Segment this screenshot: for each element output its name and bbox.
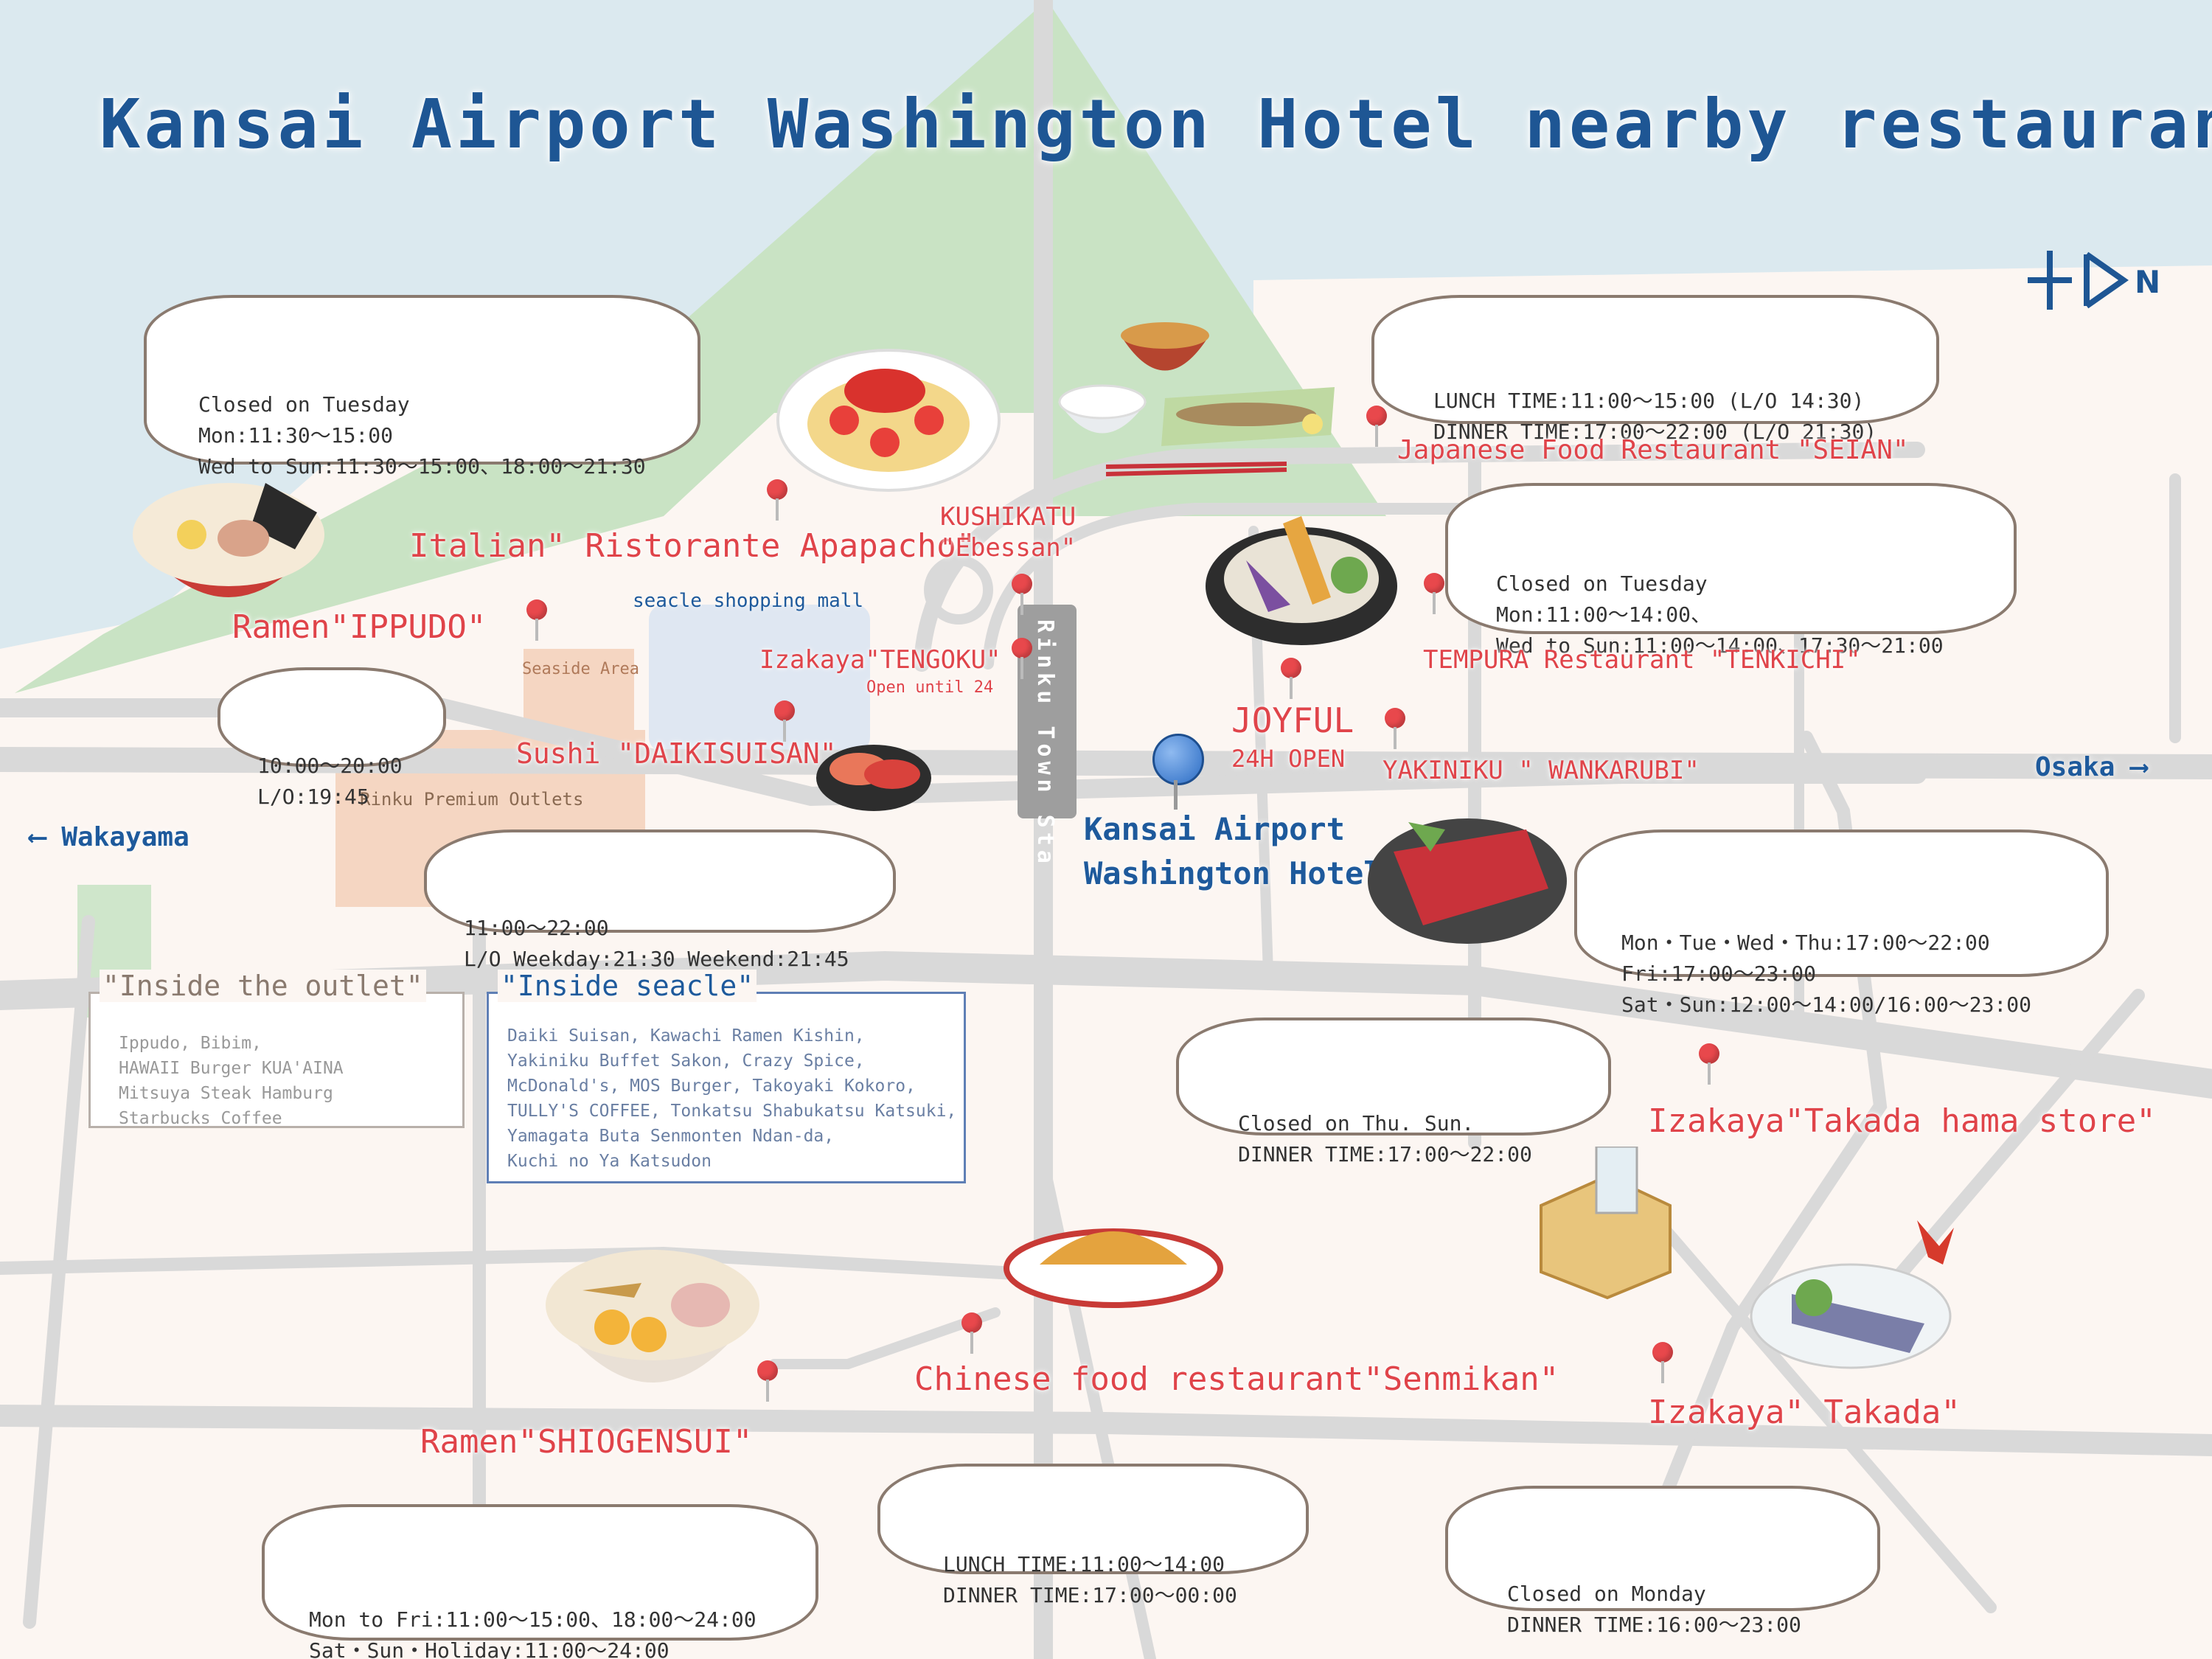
station-block — [1018, 605, 1077, 818]
ramen-ippudo-icon — [133, 483, 324, 597]
daikisuisan-pin-icon[interactable] — [774, 700, 795, 742]
kushikatu-label[interactable]: KUSHIKATU"Ebessan" — [940, 502, 1077, 563]
tenkichi-pin-icon[interactable] — [1424, 573, 1444, 614]
station-label: Rinku Town Sta — [1032, 619, 1058, 868]
seacle-shop-list: Daiki Suisan, Kawachi Ramen Kishin,Yakin… — [487, 992, 966, 1183]
compass-letter: N — [2135, 264, 2160, 300]
shiogensui-label[interactable]: Ramen"SHIOGENSUI" — [420, 1423, 753, 1461]
takada-label[interactable]: Izakaya" Takada" — [1648, 1394, 1961, 1431]
seacle-box-title: "Inside seacle" — [498, 970, 757, 1002]
ippudo-pin-icon[interactable] — [526, 599, 547, 641]
map-title: Kansai Airport Washington Hotel nearby r… — [100, 85, 2212, 164]
pasta-plate-icon — [776, 349, 1001, 492]
seian-label[interactable]: Japanese Food Restaurant "SEIAN" — [1397, 435, 1909, 465]
seacle-items: Daiki Suisan, Kawachi Ramen Kishin,Yakin… — [507, 1026, 957, 1171]
apapacho-pin-icon[interactable] — [767, 479, 787, 521]
joyful-pin-icon[interactable] — [1281, 658, 1301, 699]
seacle-block — [649, 605, 870, 752]
ramen-shiogensui-icon — [546, 1250, 759, 1382]
takada-hama-pin-icon[interactable] — [1699, 1043, 1719, 1085]
seaside-label: Seaside Area — [522, 660, 639, 678]
joyful-note: 24H OPEN — [1231, 745, 1346, 773]
direction-osaka: Osaka ⟶ — [2035, 752, 2147, 782]
outlets-label: Rinku Premium Outlets — [360, 789, 584, 810]
miso-soup-icon — [1121, 322, 1209, 371]
tengoku-label[interactable]: Izakaya"TENGOKU" — [759, 645, 1001, 675]
ippudo-label[interactable]: Ramen"IPPUDO" — [232, 608, 487, 646]
tempura-icon — [1206, 516, 1397, 645]
sushi-icon — [816, 745, 931, 811]
kushikatu-pin-icon[interactable] — [1012, 574, 1032, 615]
direction-wakayama: ⟵ Wakayama — [29, 822, 189, 852]
tenkichi-label[interactable]: TEMPURA Restaurant "TENKICHI" — [1423, 645, 1861, 675]
rice-bowl-icon — [1058, 384, 1147, 434]
sashimi-icon — [1750, 1220, 1954, 1369]
compass-north-icon: N — [2028, 251, 2160, 310]
arrow-left-icon: ⟵ — [29, 822, 62, 852]
daikisuisan-label[interactable]: Sushi "DAIKISUISAN" — [516, 737, 837, 770]
takada-pin-icon[interactable] — [1652, 1342, 1673, 1383]
tengoku-pin-icon[interactable] — [1012, 638, 1032, 679]
chopsticks-icon — [1106, 462, 1287, 476]
arrow-right-icon: ⟶ — [2115, 752, 2147, 782]
senmikan-label[interactable]: Chinese food restaurant"Senmikan" — [914, 1360, 1559, 1398]
takada-hama-hours-bubble: Closed on Thu. Sun.DINNER TIME:17:00～22:… — [1176, 1018, 1611, 1166]
masu-sake-icon — [1540, 1147, 1672, 1300]
outlet-box-title: "Inside the outlet" — [100, 970, 426, 1002]
joyful-label[interactable]: JOYFUL — [1231, 700, 1354, 740]
seacle-label: seacle shopping mall — [633, 590, 864, 612]
takada-hama-label[interactable]: Izakaya"Takada hama store" — [1648, 1102, 2156, 1140]
wagyu-beef-icon — [1368, 818, 1567, 944]
seian-hours-bubble: LUNCH TIME:11:00～15:00 (L/O 14:30)DINNER… — [1371, 295, 1939, 444]
hotel-pin-icon[interactable] — [1152, 734, 1204, 785]
apapacho-label[interactable]: Italian" Ristorante Apapacho" — [409, 527, 976, 565]
tengoku-note: Open until 24 — [866, 678, 994, 697]
wankarubi-pin-icon[interactable] — [1385, 708, 1405, 749]
shiogensui-pin-icon[interactable] — [757, 1360, 778, 1402]
senmikan-pin-icon[interactable] — [961, 1312, 982, 1354]
wankarubi-label[interactable]: YAKINIKU " WANKARUBI" — [1382, 756, 1700, 785]
gyoza-icon — [1004, 1228, 1223, 1308]
seian-pin-icon[interactable] — [1366, 406, 1387, 447]
grilled-fish-icon — [1161, 387, 1335, 446]
